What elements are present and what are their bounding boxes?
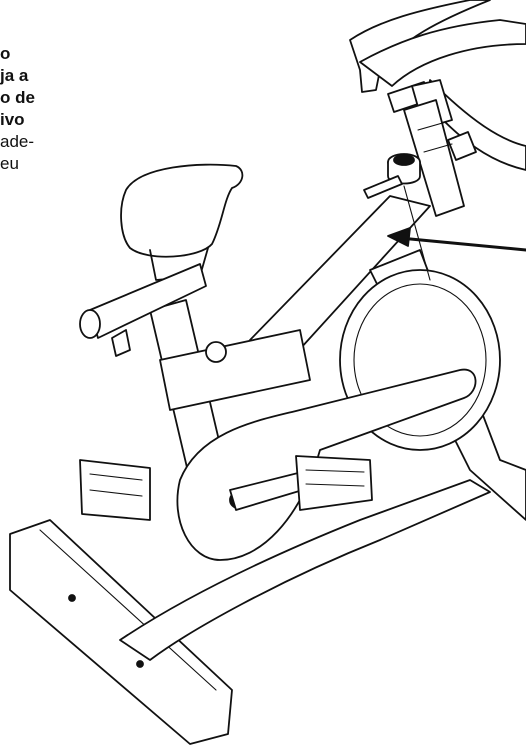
seat-slider [79,263,227,363]
resistance-knob [363,153,421,199]
pointer-arrow-icon [387,227,526,252]
brake-rod [403,185,431,281]
handlebar [349,0,526,171]
instruction-line-4: ivo [0,110,25,129]
handlebar-stem [403,99,465,217]
instruction-line-6: eu [0,154,19,173]
instruction-line-5: ade- [0,132,35,151]
instruction-line-1: o [0,44,11,63]
rear-stabilizer [9,519,233,745]
instruction-line-3: o de [0,88,35,107]
instruction-line-2: ja a [0,66,29,85]
saddle [120,163,244,281]
crank-and-pedals [79,455,373,521]
base-frame [119,479,491,661]
